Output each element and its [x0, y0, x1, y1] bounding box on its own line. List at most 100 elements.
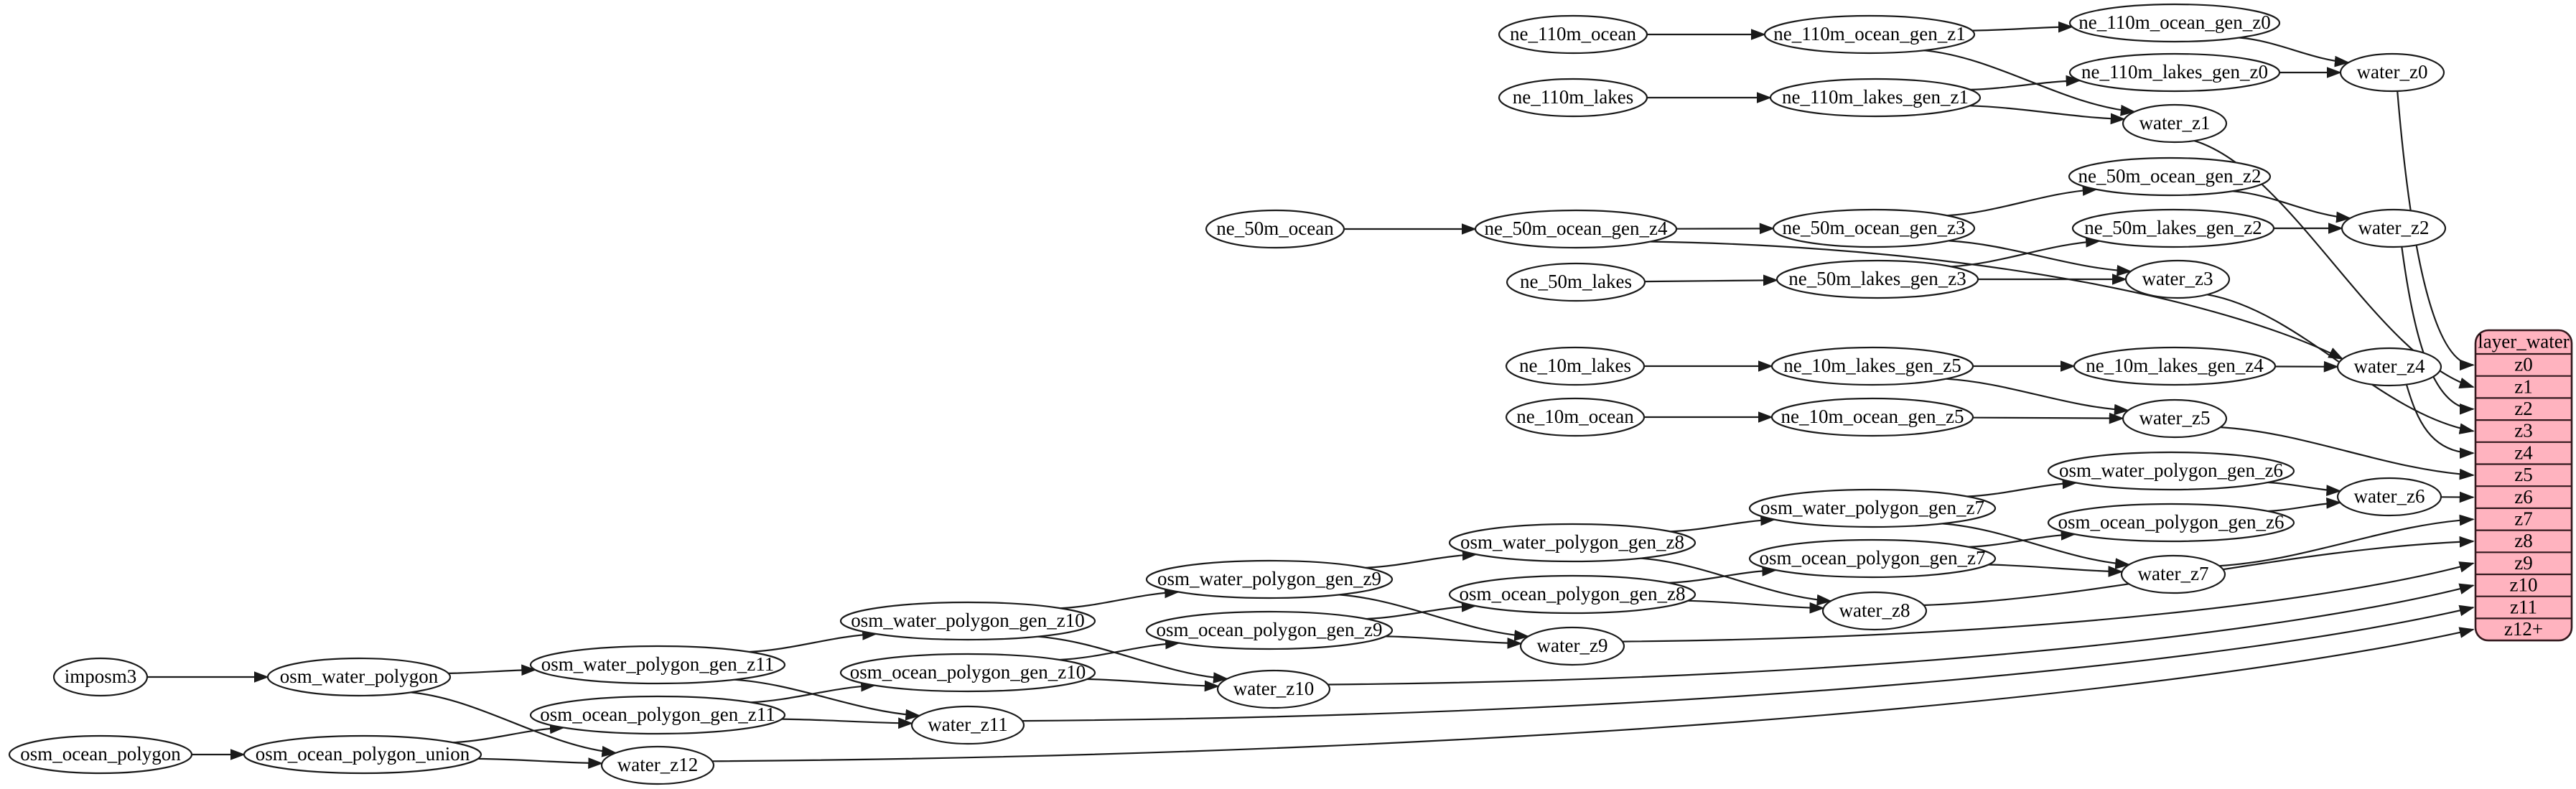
graph-node-water_z6: water_z6: [2336, 477, 2442, 517]
edge-osm_ocean_polygon_gen_z6-to-water_z6: [2267, 497, 2342, 513]
edge-osm_water_polygon_gen_z7-to-osm_water_polygon_gen_z6: [1967, 477, 2078, 498]
edge-water_z5-to-layer_water-z5: [2220, 426, 2475, 480]
graph-node-ne_10m_lakes: ne_10m_lakes: [1505, 346, 1646, 386]
node-ellipse-water_z7: [2120, 554, 2226, 594]
graph-node-water_z10: water_z10: [1216, 669, 1331, 709]
graph-node-osm_ocean_polygon_union: osm_ocean_polygon_union: [243, 734, 482, 775]
edge-water_z12-to-layer_water-z12+: [712, 627, 2475, 762]
graph-node-ne_10m_lakes_gen_z5: ne_10m_lakes_gen_z5: [1770, 346, 1974, 386]
edge-ne_50m_lakes_gen_z3-to-ne_50m_lakes_gen_z2: [1951, 235, 2101, 268]
node-ellipse-water_z11: [910, 705, 1025, 745]
edge-osm_ocean_polygon_union-to-water_z12: [477, 757, 604, 769]
graph-node-water_z12: water_z12: [600, 745, 715, 785]
edge-osm_ocean_polygon_union-to-osm_ocean_polygon_gen_z11: [452, 722, 565, 744]
graph-node-ne_10m_lakes_gen_z4: ne_10m_lakes_gen_z4: [2073, 346, 2277, 386]
node-ellipse-osm_water_polygon: [266, 657, 452, 697]
graph-node-water_z1: water_z1: [2122, 103, 2228, 144]
graph-node-water_z4: water_z4: [2336, 347, 2442, 387]
edge-ne_50m_ocean_gen_z3-to-water_z3: [1948, 240, 2132, 276]
edge-osm_ocean_polygon_gen_z7-to-water_z7: [1988, 564, 2124, 577]
graph-node-osm_water_polygon: osm_water_polygon: [266, 657, 452, 697]
node-ellipse-osm_water_polygon_gen_z6: [2047, 451, 2295, 491]
graph-node-osm_ocean_polygon_gen_z10: osm_ocean_polygon_gen_z10: [839, 653, 1096, 693]
graph-node-ne_110m_ocean_gen_z1: ne_110m_ocean_gen_z1: [1763, 14, 1976, 55]
graph-node-osm_ocean_polygon_gen_z8: osm_ocean_polygon_gen_z8: [1448, 574, 1697, 615]
node-ellipse-water_z5: [2122, 398, 2228, 439]
node-ellipse-osm_water_polygon_gen_z8: [1448, 523, 1697, 563]
graph-node-ne_50m_lakes_gen_z2: ne_50m_lakes_gen_z2: [2071, 208, 2275, 248]
graph-node-water_z8: water_z8: [1821, 591, 1928, 631]
edge-ne_10m_lakes_gen_z5-to-water_z5: [1946, 378, 2129, 416]
edge-osm_water_polygon_gen_z7-to-water_z7: [1942, 523, 2131, 569]
node-ellipse-water_z2: [2341, 208, 2447, 248]
graph-node-ne_110m_lakes_gen_z1: ne_110m_lakes_gen_z1: [1769, 78, 1982, 118]
node-ellipse-osm_water_polygon_gen_z11: [529, 645, 786, 685]
node-ellipse-ne_110m_ocean_gen_z1: [1763, 14, 1976, 55]
graph-node-osm_water_polygon_gen_z10: osm_water_polygon_gen_z10: [839, 601, 1096, 641]
node-ellipse-ne_10m_ocean_gen_z5: [1770, 397, 1974, 437]
edge-ne_110m_lakes_gen_z1-to-ne_110m_lakes_gen_z0: [1970, 75, 2081, 90]
graph-node-water_z0: water_z0: [2339, 52, 2445, 93]
node-ellipse-osm_water_polygon_gen_z10: [839, 601, 1096, 641]
edge-osm_water_polygon-to-osm_water_polygon_gen_z11: [448, 664, 537, 676]
node-ellipse-ne_110m_ocean: [1498, 14, 1648, 55]
graph-node-ne_50m_ocean_gen_z4: ne_50m_ocean_gen_z4: [1474, 209, 1678, 249]
edge-osm_water_polygon_gen_z10-to-osm_water_polygon_gen_z9: [1060, 587, 1180, 610]
edge-osm_water_polygon_gen_z8-to-water_z8: [1641, 557, 1832, 606]
node-ellipse-ne_50m_ocean_gen_z3: [1772, 208, 1976, 248]
node-ellipse-water_z9: [1519, 626, 1625, 666]
node-ellipse-ne_10m_lakes_gen_z5: [1770, 346, 1974, 386]
edge-ne_110m_lakes_gen_z1-to-water_z1: [1969, 105, 2126, 125]
node-ellipse-osm_ocean_polygon: [8, 734, 193, 775]
graph-node-ne_10m_ocean: ne_10m_ocean: [1505, 397, 1646, 437]
edge-ne_110m_ocean_gen_z1-to-water_z1: [1923, 50, 2136, 116]
graph-node-ne_50m_ocean: ne_50m_ocean: [1205, 209, 1345, 249]
edge-ne_50m_ocean_gen_z4-to-water_z4: [1650, 241, 2344, 360]
node-ellipse-ne_50m_ocean_gen_z4: [1474, 209, 1678, 249]
node-ellipse-osm_ocean_polygon_gen_z7: [1748, 538, 1997, 579]
graph-node-ne_110m_lakes: ne_110m_lakes: [1498, 78, 1648, 118]
node-ellipse-osm_ocean_polygon_gen_z6: [2047, 503, 2295, 543]
edge-water_z10-to-layer_water-z10: [1327, 583, 2475, 686]
node-ellipse-ne_110m_lakes_gen_z0: [2068, 52, 2281, 93]
graph-node-ne_110m_ocean: ne_110m_ocean: [1498, 14, 1648, 55]
node-ellipse-water_z0: [2339, 52, 2445, 93]
edge-osm_ocean_polygon_gen_z11-to-water_z11: [781, 717, 914, 729]
node-ellipse-ne_10m_ocean: [1505, 397, 1646, 437]
edge-water_z11-to-layer_water-z11: [1022, 604, 2475, 722]
node-ellipse-ne_110m_ocean_gen_z0: [2068, 3, 2281, 43]
graph-node-ne_110m_lakes_gen_z0: ne_110m_lakes_gen_z0: [2068, 52, 2281, 93]
graph-node-ne_50m_ocean_gen_z3: ne_50m_ocean_gen_z3: [1772, 208, 1976, 248]
edge-osm_water_polygon_gen_z10-to-water_z10: [1037, 635, 1228, 683]
graph-node-ne_50m_lakes: ne_50m_lakes: [1506, 262, 1646, 302]
graph-node-imposm3: imposm3: [52, 657, 149, 697]
layer-water-table-frame: [2474, 329, 2573, 642]
node-ellipse-ne_10m_lakes_gen_z4: [2073, 346, 2277, 386]
graph-node-osm_water_polygon_gen_z8: osm_water_polygon_gen_z8: [1448, 523, 1697, 563]
graph-node-water_z7: water_z7: [2120, 554, 2226, 594]
edge-ne_110m_ocean_gen_z0-to-water_z0: [2239, 37, 2350, 67]
edge-ne_50m_lakes-to-ne_50m_lakes_gen_z3: [1644, 274, 1778, 286]
node-ellipse-osm_ocean_polygon_gen_z11: [529, 695, 786, 735]
node-ellipse-osm_ocean_polygon_gen_z8: [1448, 574, 1697, 615]
node-ellipse-ne_110m_lakes: [1498, 78, 1648, 118]
graph-node-ne_50m_ocean_gen_z2: ne_50m_ocean_gen_z2: [2068, 157, 2272, 197]
edge-ne_50m_ocean_gen_z2-to-water_z2: [2232, 190, 2352, 223]
node-ellipse-ne_50m_ocean: [1205, 209, 1345, 249]
node-ellipse-osm_water_polygon_gen_z7: [1748, 488, 1997, 528]
edge-osm_ocean_polygon_gen_z9-to-water_z9: [1385, 635, 1523, 649]
edge-osm_water_polygon_gen_z9-to-water_z9: [1339, 594, 1530, 641]
graph-node-ne_110m_ocean_gen_z0: ne_110m_ocean_gen_z0: [2068, 3, 2281, 43]
edge-ne_110m_ocean_gen_z1-to-ne_110m_ocean_gen_z0: [1971, 21, 2073, 33]
edge-water_z0-to-layer_water-z0: [2397, 90, 2475, 371]
graph-node-osm_water_polygon_gen_z6: osm_water_polygon_gen_z6: [2047, 451, 2295, 491]
node-ellipse-ne_50m_lakes_gen_z3: [1775, 259, 1979, 299]
edge-osm_water_polygon_gen_z8-to-osm_water_polygon_gen_z7: [1670, 514, 1776, 533]
edge-osm_water_polygon_gen_z9-to-osm_water_polygon_gen_z8: [1365, 549, 1478, 569]
edge-osm_ocean_polygon_gen_z10-to-osm_ocean_polygon_gen_z9: [1059, 638, 1181, 661]
node-ellipse-ne_50m_ocean_gen_z2: [2068, 157, 2272, 197]
graph-node-water_z9: water_z9: [1519, 626, 1625, 666]
graph-node-osm_ocean_polygon_gen_z6: osm_ocean_polygon_gen_z6: [2047, 503, 2295, 543]
